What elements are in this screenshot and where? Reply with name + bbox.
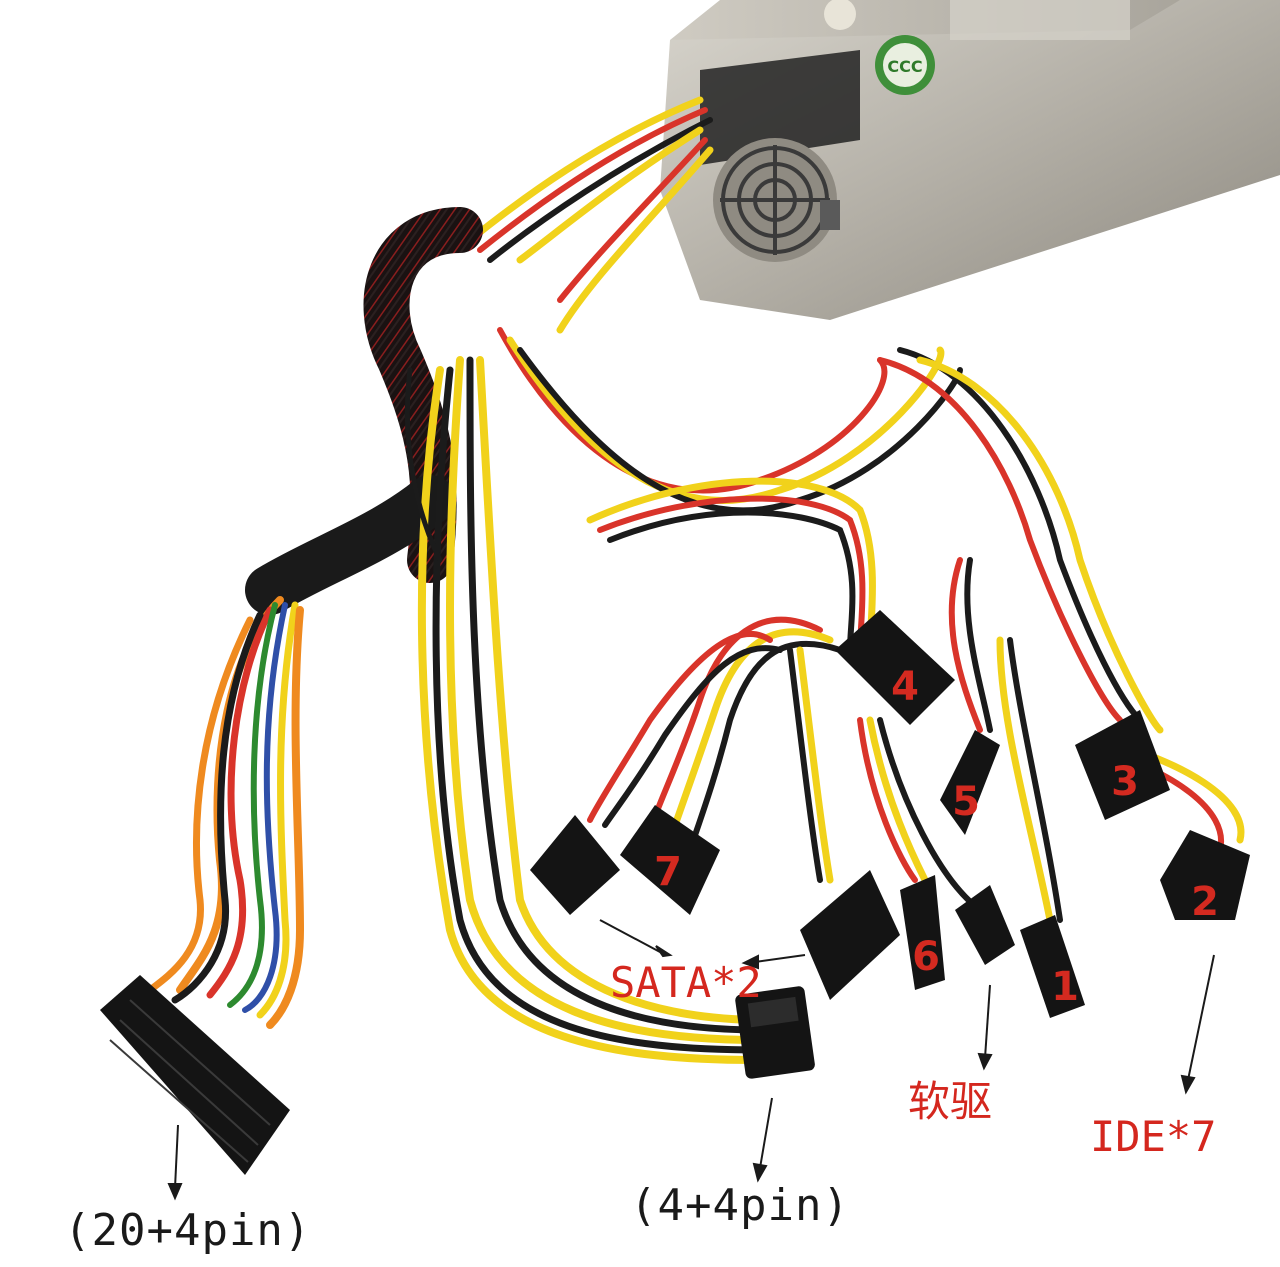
eps-4plus4pin-label: (4+4pin) — [630, 1180, 850, 1231]
arrow-sata-left — [599, 919, 661, 953]
eps-4plus4-connector — [735, 986, 815, 1079]
molex-connector-7: 7 — [620, 805, 720, 915]
ccc-label-text: CCC — [887, 57, 922, 76]
arrow-eps — [759, 1097, 773, 1169]
molex-connector-1: 1 — [1020, 915, 1085, 1018]
annotation-arrows — [167, 919, 1215, 1201]
sata-connector — [530, 815, 900, 1000]
molex-connector-3: 3 — [1075, 710, 1170, 820]
atx-24pin-connector — [100, 975, 290, 1175]
wire-bundle — [146, 96, 1245, 1064]
floppy-connector — [955, 885, 1015, 965]
ccc-certification-sticker: CCC — [875, 35, 935, 95]
power-supply-unit: CCC — [660, 0, 1280, 320]
connector-number-3: 3 — [1111, 759, 1139, 805]
molex-connector-2: 2 — [1160, 830, 1250, 925]
connector-number-5: 5 — [952, 779, 980, 825]
connector-number-1: 1 — [1051, 964, 1079, 1010]
arrow-floppy — [984, 984, 991, 1059]
molex-connector-6: 6 — [900, 875, 945, 990]
ide-label: IDE*7 — [1090, 1112, 1217, 1161]
sata-label: SATA*2 — [610, 958, 762, 1007]
connector-number-2: 2 — [1191, 879, 1219, 925]
connector-number-6: 6 — [912, 934, 940, 980]
molex-connector-4: 4 — [835, 610, 955, 725]
arrow-sata-right — [754, 954, 806, 963]
connector-number-7: 7 — [654, 849, 682, 895]
floppy-label: 软驱 — [908, 1077, 993, 1126]
connector-number-4: 4 — [891, 664, 919, 710]
molex-connector-5: 5 — [940, 730, 1000, 835]
fan-grille-icon — [713, 138, 837, 262]
arrow-ide — [1187, 954, 1215, 1081]
arrow-atx — [174, 1124, 179, 1189]
atx-20plus4pin-label: (20+4pin) — [64, 1205, 312, 1256]
